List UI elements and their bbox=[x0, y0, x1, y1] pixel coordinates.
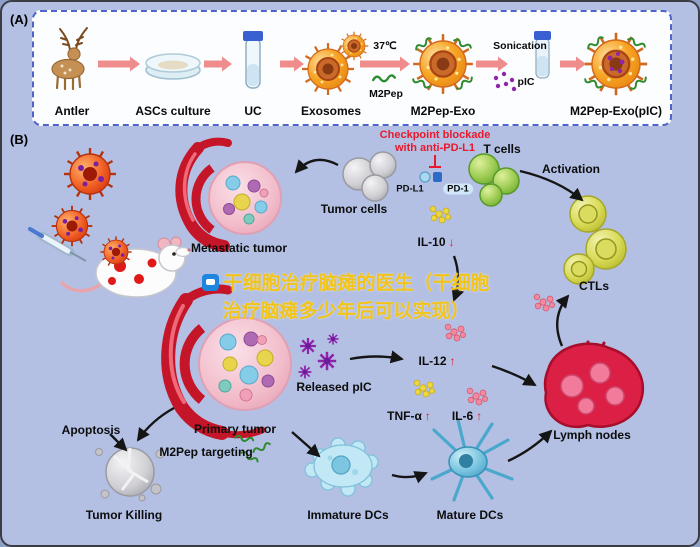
metastatic-tumor-label: Metastatic tumor bbox=[190, 241, 288, 255]
sonication-tube-icon bbox=[534, 31, 551, 79]
primary-tumor-icon bbox=[161, 284, 292, 440]
petri-dish-icon bbox=[145, 53, 201, 80]
released-pic-label: Released pIC bbox=[296, 380, 372, 394]
il12-label: IL-12↑ bbox=[418, 354, 456, 368]
primary-tumor-label: Primary tumor bbox=[193, 422, 277, 436]
apoptosis-label: Apoptosis bbox=[61, 423, 121, 437]
step-label-m2pep-exo: M2Pep-Exo bbox=[410, 104, 476, 118]
flow-arrows bbox=[109, 158, 584, 484]
watermark-logo-icon bbox=[202, 274, 220, 291]
il10-cytokines-icon bbox=[429, 205, 452, 224]
tumor-killing-icon bbox=[95, 447, 165, 502]
tumor-cells-icon bbox=[342, 151, 397, 202]
step-label-exosomes: Exosomes bbox=[300, 104, 362, 118]
panel-a: Antler ASCs culture UC Exosomes M2Pep-Ex… bbox=[32, 10, 672, 126]
il10-label: IL-10↓ bbox=[417, 235, 455, 249]
m2pep-peptide-icon bbox=[372, 74, 396, 83]
exosomes-icon bbox=[302, 32, 368, 95]
step-label-m2pep-exo-pic: M2Pep-Exo(pIC) bbox=[569, 104, 663, 118]
tnf-alpha-label: TNF-α↑ bbox=[387, 409, 431, 423]
il6-cytokines-icon bbox=[466, 387, 489, 406]
watermark: 干细胞治疗脑瘫的医生（干细胞治疗脑瘫多少年后可以实现） bbox=[198, 270, 494, 326]
lymph-nodes-icon bbox=[543, 340, 644, 428]
il12-cytokines-icon bbox=[444, 323, 467, 342]
step-label-uc: UC bbox=[244, 104, 262, 118]
released-pic-icon bbox=[297, 332, 340, 380]
m2pep-exo-icon bbox=[411, 34, 475, 94]
mature-dc-icon bbox=[430, 418, 514, 502]
cytokines-icon bbox=[533, 293, 556, 312]
t-cells-label: T cells bbox=[483, 142, 521, 156]
pd-l1-pd-1-icon bbox=[419, 155, 442, 183]
panel-a-graphics bbox=[51, 27, 649, 124]
checkpoint-blockade-label: Checkpoint blockade with anti-PD-L1 bbox=[379, 129, 491, 154]
antler-icon bbox=[51, 27, 88, 91]
annotation-m2pep: M2Pep bbox=[369, 88, 403, 100]
m2pep-exo-pic-icon bbox=[583, 33, 649, 95]
pd-1-label: PD-1 bbox=[443, 183, 473, 195]
pd-l1-label: PD-L1 bbox=[396, 183, 424, 195]
metastatic-tumor-icon bbox=[175, 137, 282, 252]
mouse-icon bbox=[60, 236, 191, 298]
m2pep-targeting-label: M2Pep targeting bbox=[159, 445, 253, 459]
syringe-icon bbox=[28, 227, 87, 262]
ctls-label: CTLs bbox=[579, 279, 609, 293]
centrifuge-tube-icon bbox=[243, 31, 263, 89]
tumor-cells-label: Tumor cells bbox=[320, 202, 388, 216]
annotation-temperature: 37℃ bbox=[373, 40, 397, 52]
immature-dcs-label: Immature DCs bbox=[307, 508, 389, 522]
tumor-killing-label: Tumor Killing bbox=[85, 508, 163, 522]
tnf-cytokines-icon bbox=[413, 379, 436, 398]
annotation-sonication: Sonication bbox=[493, 40, 547, 52]
annotation-pic: pIC bbox=[517, 76, 535, 88]
il6-label: IL-6↑ bbox=[451, 409, 483, 423]
mature-dcs-label: Mature DCs bbox=[436, 508, 504, 522]
step-label-ascs-culture: ASCs culture bbox=[135, 104, 211, 118]
ctl-cells-icon bbox=[563, 195, 627, 285]
pipeline-arrow-icon bbox=[98, 56, 586, 72]
panel-b-tag: (B) bbox=[10, 132, 29, 147]
t-cells-icon bbox=[468, 153, 520, 207]
immature-dc-icon bbox=[304, 437, 379, 497]
lymph-nodes-label: Lymph nodes bbox=[553, 428, 631, 442]
panel-a-tag: (A) bbox=[10, 12, 29, 27]
activation-label: Activation bbox=[541, 162, 601, 176]
step-label-antler: Antler bbox=[54, 104, 90, 118]
pic-dots-icon bbox=[493, 71, 517, 92]
